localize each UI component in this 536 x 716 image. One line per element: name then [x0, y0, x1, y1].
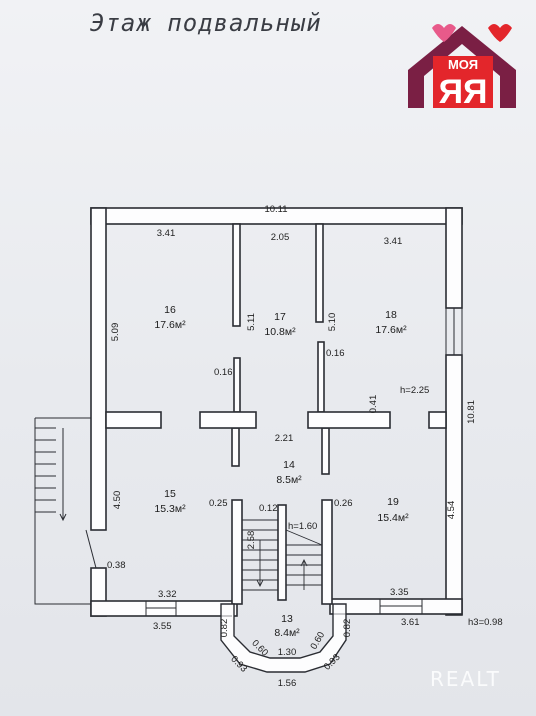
dim-right-total: 10.81 [466, 400, 477, 424]
dim-ground-height: h3=0.98 [468, 617, 503, 628]
wall-post-left [233, 357, 241, 413]
dim-bottom-332: 3.32 [158, 589, 177, 600]
dim-left-lower: 4.50 [112, 491, 123, 510]
dim-left-step: 0.38 [107, 560, 126, 571]
room-18-number: 18 [385, 309, 397, 321]
wall-right-lower [445, 354, 463, 616]
realty-logo: МОЯ ЯЯ [408, 24, 516, 111]
dim-right-lower: 4.54 [446, 501, 457, 520]
logo-top-band [433, 56, 493, 72]
walls [90, 207, 463, 617]
room-14-area: 8.5м² [276, 474, 302, 486]
room-13-area: 8.4м² [274, 627, 300, 639]
logo-main-band [433, 72, 493, 108]
partition-mid-left [199, 411, 257, 429]
wall-17-right [315, 223, 324, 323]
dimensions: 10.11 3.41 2.05 3.41 5.09 4.50 10.81 4.5… [107, 204, 503, 689]
room-19-number: 19 [387, 496, 399, 508]
dim-016-right: 0.16 [326, 348, 345, 359]
dim-bay-right: 0.82 [342, 619, 353, 638]
dim-026: 0.26 [334, 498, 353, 509]
dim-bottom-335: 3.35 [390, 587, 409, 598]
dim-bottom-355: 3.55 [153, 621, 172, 632]
dim-top-left: 3.41 [157, 228, 176, 239]
dim-stair-len: 2.58 [246, 531, 257, 550]
interior-stair [242, 519, 323, 591]
room-15-area: 15.3м² [154, 503, 186, 515]
room-16-area: 17.6м² [154, 319, 186, 331]
heart-icon-red [488, 24, 512, 42]
room-18-area: 17.6м² [375, 324, 407, 336]
dim-left-upper: 5.09 [110, 323, 121, 342]
wall-stair-left [231, 499, 243, 605]
wall-17-left [232, 223, 241, 327]
house-icon [408, 26, 516, 108]
dim-height: h=2.25 [400, 385, 429, 396]
logo-top-text: МОЯ [448, 57, 478, 72]
dim-corridor: 2.21 [275, 433, 294, 444]
dim-top-total: 10.11 [264, 204, 287, 215]
dim-016-left: 0.16 [214, 367, 233, 378]
dim-025: 0.25 [209, 498, 228, 509]
room-19-area: 15.4м² [377, 512, 409, 524]
heart-icon [432, 24, 456, 42]
dim-bottom-361: 3.61 [401, 617, 420, 628]
partition-mid-right [307, 411, 391, 429]
dimension-lines [106, 613, 446, 617]
logo-main-text: ЯЯ [439, 73, 488, 111]
wall-left [90, 207, 107, 531]
room-17-area: 10.8м² [264, 326, 296, 338]
page-title: Этаж подвальный [90, 9, 322, 37]
wall-right-upper [445, 207, 463, 309]
wall-post-right [317, 341, 325, 413]
wall-post-right-low [321, 427, 330, 475]
room-14-number: 14 [283, 459, 295, 471]
dim-top-right: 3.41 [384, 236, 403, 247]
room-16-number: 16 [164, 304, 176, 316]
room-17-number: 17 [274, 311, 286, 323]
dim-041: 0.41 [368, 395, 379, 414]
wall-stair-right [321, 499, 333, 605]
dim-bay-130: 1.30 [278, 647, 297, 658]
dim-012: 0.12 [259, 503, 278, 514]
room-labels: 16 17.6м² 17 10.8м² 18 17.6м² 14 8.5м² 1… [154, 304, 409, 639]
dim-bay-156: 1.56 [278, 678, 297, 689]
exterior-stair [34, 417, 97, 605]
dim-bay-left: 0.82 [219, 619, 230, 638]
wall-post-left-low [231, 427, 240, 467]
dim-wall17-left: 5.11 [246, 313, 257, 331]
dim-top-mid: 2.05 [271, 232, 290, 243]
wall-stair-mid [277, 504, 287, 601]
partition-right [428, 411, 447, 429]
dim-stair-h: h=1.60 [288, 521, 317, 532]
bay-window-wall [220, 603, 347, 673]
watermark: REALT [430, 667, 501, 691]
room-15-number: 15 [164, 488, 176, 500]
room-13-number: 13 [281, 613, 293, 625]
dim-wall17-right: 5.10 [327, 313, 338, 332]
partition-left [105, 411, 162, 429]
